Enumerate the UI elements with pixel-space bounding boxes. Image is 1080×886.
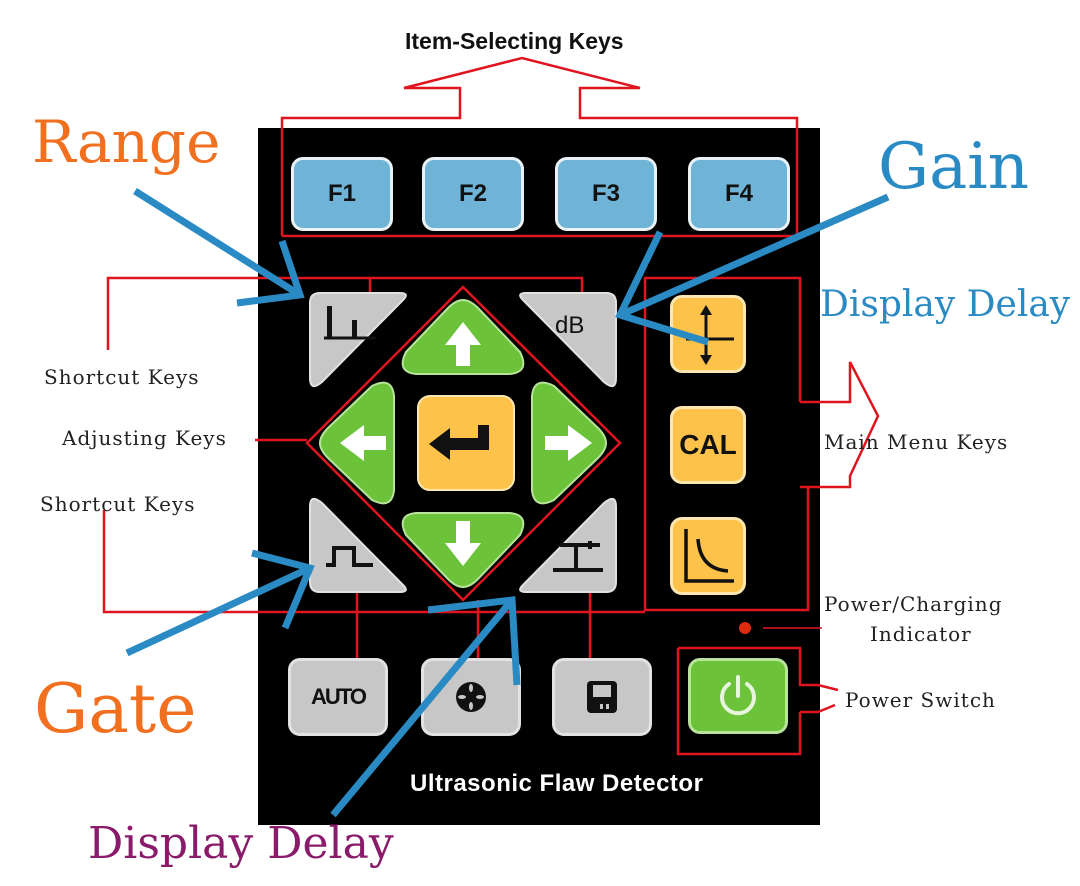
auto-key[interactable]: AUTO	[288, 658, 388, 736]
shortcut-bottom-bracket	[102, 510, 645, 614]
callout-shortcut-keys-top: Shortcut Keys	[44, 365, 200, 389]
callout-power-switch: Power Switch	[845, 688, 996, 712]
gain-arrow	[615, 193, 890, 346]
power-bracket	[678, 646, 839, 692]
f4-key[interactable]: F4	[688, 157, 790, 231]
power-key[interactable]	[688, 658, 788, 734]
gain-db-label: dB	[555, 312, 585, 339]
down-key[interactable]	[401, 512, 525, 589]
enter-icon	[429, 425, 489, 460]
power-icon	[720, 675, 756, 716]
f1-key[interactable]: F1	[291, 157, 393, 231]
f3-key[interactable]: F3	[555, 157, 657, 231]
range-waveform-icon	[324, 306, 376, 340]
main-menu-bracket	[800, 361, 880, 489]
settings-wheel-key[interactable]	[421, 658, 521, 736]
callout-power-indicator-line2: Indicator	[870, 622, 972, 646]
annotation-gain: Gain	[878, 130, 1029, 204]
gain-db-key[interactable]	[519, 292, 617, 388]
range-key[interactable]	[309, 292, 407, 388]
floppy-disk-icon	[587, 681, 617, 713]
power-indicator-led	[739, 622, 751, 634]
callout-shortcut-keys-bottom: Shortcut Keys	[40, 492, 196, 516]
callout-power-indicator-line1: Power/Charging	[824, 592, 1003, 616]
arrow-down-icon	[445, 521, 481, 566]
arrow-up-icon	[445, 322, 481, 366]
gate-pulse-icon	[326, 546, 373, 567]
callout-item-selecting-keys: Item-Selecting Keys	[405, 28, 624, 54]
arrow-left-icon	[340, 425, 386, 461]
enter-key[interactable]	[417, 395, 515, 491]
dac-curve-icon	[684, 529, 734, 583]
right-key[interactable]	[531, 381, 608, 505]
gate-arrow	[125, 549, 315, 657]
save-key[interactable]	[552, 658, 652, 736]
shortcut-top-bracket	[106, 276, 584, 350]
display-delay-shortcut-key[interactable]	[519, 497, 617, 593]
display-delay-arrow	[330, 596, 521, 818]
device-brand-label: Ultrasonic Flaw Detector	[410, 770, 704, 797]
callout-main-menu-keys: Main Menu Keys	[824, 430, 1009, 454]
annotation-range: Range	[32, 108, 221, 176]
up-key[interactable]	[401, 298, 525, 375]
delay-marker-icon	[553, 541, 603, 572]
adjusting-diamond	[305, 285, 622, 602]
annotation-gate: Gate	[34, 670, 197, 749]
annotation-display-delay-bottom: Display Delay	[88, 818, 394, 869]
callout-adjusting-keys: Adjusting Keys	[62, 426, 227, 450]
arrow-right-icon	[545, 425, 592, 461]
range-arrow	[133, 188, 305, 307]
gate-key[interactable]	[309, 497, 407, 593]
left-key[interactable]	[318, 381, 395, 505]
wheel-icon	[456, 682, 486, 712]
dac-curve-key[interactable]	[670, 517, 746, 595]
cal-key[interactable]: CAL	[670, 406, 746, 484]
annotation-display-delay-right: Display Delay	[820, 284, 1071, 325]
f2-key[interactable]: F2	[422, 157, 524, 231]
item-selecting-bracket	[280, 56, 799, 238]
